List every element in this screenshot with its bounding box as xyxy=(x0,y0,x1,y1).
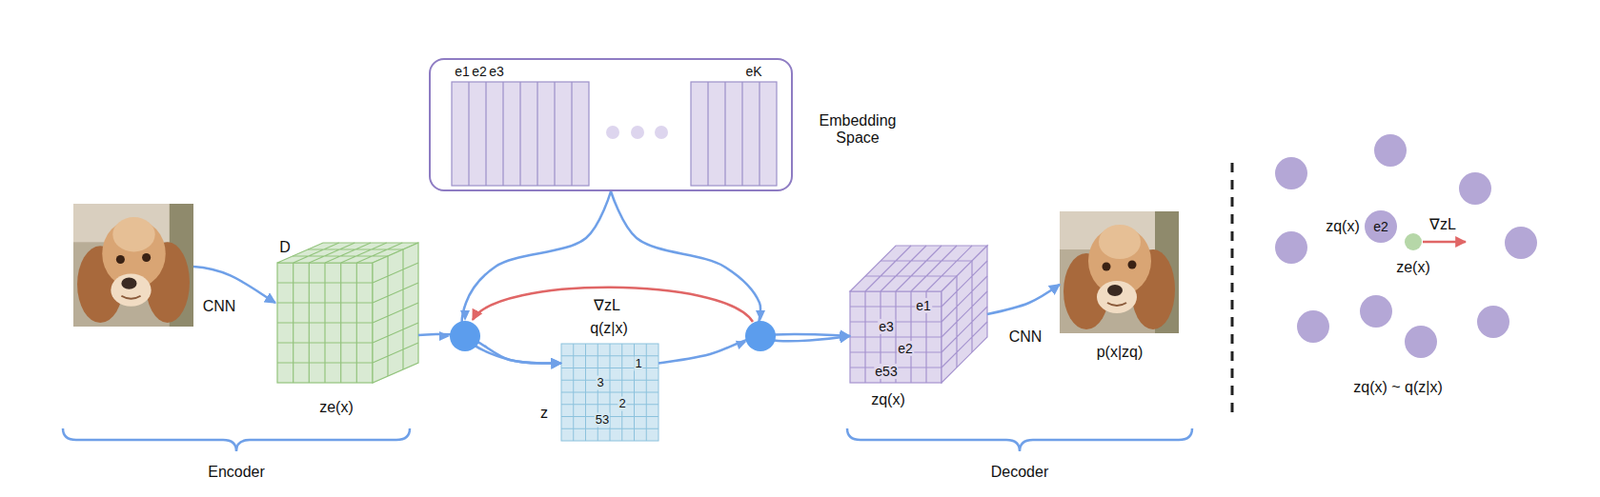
reconstruction-image: p(x|zq) xyxy=(1059,211,1179,334)
cnn-arrow xyxy=(193,266,276,304)
data-flow-arrow xyxy=(987,284,1060,315)
embedding-point xyxy=(1275,231,1308,264)
decoder-brace xyxy=(847,428,1193,452)
image-caption: p(x|zq) xyxy=(1096,344,1144,362)
vector-label: e3 xyxy=(488,63,505,80)
encoder-output-cube: Dze(x) xyxy=(277,243,419,384)
grid-lines xyxy=(561,344,659,442)
arrowhead xyxy=(439,331,450,342)
decoder-input-cube: e1e3e2e53zq(x) xyxy=(850,245,988,384)
variable-label: z xyxy=(540,405,548,423)
point-label: zq(x) xyxy=(1325,218,1360,236)
vector-label: e1 xyxy=(914,298,932,314)
vector-group xyxy=(690,81,777,186)
arrowhead xyxy=(755,310,766,322)
embedding-point xyxy=(1404,325,1438,359)
embedding-point xyxy=(1359,295,1393,328)
latent-index-grid: q(z|x)13253z xyxy=(561,344,659,442)
gradient-label: ∇zL xyxy=(1429,216,1457,234)
embedding-point xyxy=(1504,226,1538,260)
index-number: 1 xyxy=(633,357,643,372)
index-grid xyxy=(561,344,659,442)
data-flow-arrow xyxy=(610,191,851,342)
vector-dividers xyxy=(468,81,572,186)
encoder-cube xyxy=(277,243,419,384)
tensor-label: zq(x) xyxy=(870,391,906,409)
vector-dividers xyxy=(708,81,760,186)
box-title: Embedding Space xyxy=(811,112,904,148)
embedding-point xyxy=(1374,134,1407,167)
lookup-junction xyxy=(745,321,776,352)
data-flow-arrow xyxy=(462,191,611,365)
embedding-vectors xyxy=(451,81,777,186)
embedding-space-box: e1e2e3eKEmbedding Space xyxy=(428,58,793,192)
tensor-label: ze(x) xyxy=(319,399,354,417)
index-number: 3 xyxy=(595,376,605,391)
vector-label: e2 xyxy=(896,341,914,357)
point-label: e2 xyxy=(1373,219,1389,235)
separator xyxy=(1231,162,1235,417)
embedding-point xyxy=(1296,310,1330,344)
arrowhead xyxy=(735,341,747,350)
quantize-junction xyxy=(449,321,481,352)
index-number: 53 xyxy=(594,413,610,428)
grid-cell-area xyxy=(561,344,659,442)
ellipsis-dots xyxy=(606,125,669,140)
vector-label: e3 xyxy=(877,319,895,335)
section-label: Encoder xyxy=(207,464,265,482)
panel-caption: zq(x) ~ q(z|x) xyxy=(1353,379,1443,397)
dot xyxy=(606,125,620,140)
dot xyxy=(630,125,645,140)
cube-grid xyxy=(277,243,419,384)
vector-label: e1 xyxy=(454,63,470,80)
vector-group xyxy=(451,81,589,186)
gradient-label: ∇zL xyxy=(593,297,621,315)
distribution-label: q(z|x) xyxy=(589,320,628,338)
index-number: 2 xyxy=(617,397,627,412)
gradient-arrow xyxy=(472,287,753,323)
dimension-label: D xyxy=(279,239,291,257)
vector-label: e2 xyxy=(471,63,487,80)
embedding-point xyxy=(1477,305,1510,339)
section-label: Decoder xyxy=(991,464,1049,482)
embedding-point xyxy=(1275,157,1308,190)
network-label: CNN xyxy=(1009,328,1043,346)
embedding-point xyxy=(1458,172,1492,205)
output-image xyxy=(1059,211,1179,334)
cube-grid xyxy=(850,245,988,384)
embedding-point xyxy=(1364,210,1398,244)
input-image xyxy=(73,203,194,327)
gradient-arrow xyxy=(1422,241,1466,244)
point-label: ze(x) xyxy=(1396,259,1431,277)
encoder-brace xyxy=(62,428,410,452)
embedding-points xyxy=(1275,134,1538,359)
dot xyxy=(654,125,669,140)
network-label: CNN xyxy=(202,298,237,316)
encoder-output-point xyxy=(1404,233,1422,251)
vector-label: eK xyxy=(745,63,762,80)
decoder-cube xyxy=(850,245,988,384)
arrowhead xyxy=(460,310,470,322)
vector-label: e53 xyxy=(873,364,898,380)
